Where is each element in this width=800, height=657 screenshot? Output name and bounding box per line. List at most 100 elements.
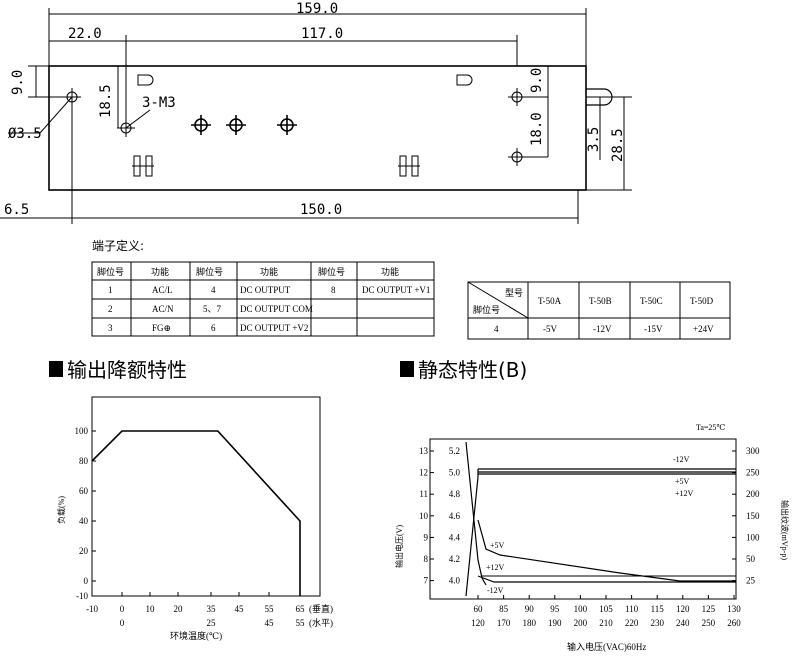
- static-x-tick-top: 130: [727, 604, 741, 614]
- terminal-cell: DC OUTPUT +V1: [362, 285, 430, 295]
- static-x-tick-top: 95: [550, 604, 560, 614]
- static-x-tick-top: 120: [676, 604, 690, 614]
- terminal-cell: FG⊕: [152, 323, 171, 333]
- terminal-cell: DC OUTPUT: [240, 285, 291, 295]
- terminal-cell: 6: [211, 323, 216, 333]
- terminal-header: 功能: [260, 266, 278, 277]
- terminal-cell: 2: [108, 304, 113, 314]
- terminal-header: 脚位号: [196, 266, 223, 277]
- static-y-tick-right: 150: [746, 511, 760, 521]
- dim-screw-label: 3-M3: [142, 95, 176, 111]
- derating-y-tick: 0: [84, 576, 89, 586]
- terminal-cell: 5、7: [203, 304, 222, 314]
- model-value: -5V: [543, 324, 557, 334]
- led-mark: [456, 74, 473, 86]
- terminal-header: 脚位号: [97, 266, 124, 277]
- model-corner-top: 型号: [505, 288, 523, 298]
- terminal-header: 功能: [151, 266, 169, 277]
- static-y-tick-inner: 5.2: [449, 446, 460, 456]
- curve-label: +5V: [490, 541, 505, 550]
- curve-label: +5V: [675, 477, 690, 486]
- static-y-axes: 131211109875.25.04.84.64.44.24.030025020…: [419, 446, 760, 586]
- static-y-tick-inner: 4.8: [449, 489, 461, 499]
- dim-overall: 159.0: [296, 1, 338, 17]
- dim-vertical-a: 18.5: [98, 84, 114, 118]
- static-frame: [429, 438, 737, 600]
- mechanical-drawing: [0, 8, 632, 224]
- model-name: T-50D: [690, 296, 714, 306]
- terminal-header: 脚位号: [318, 266, 345, 277]
- screw-marks: [191, 115, 297, 135]
- curve-rise: [465, 441, 487, 586]
- derating-y-tick: 80: [79, 456, 89, 466]
- terminal-table: [91, 261, 435, 337]
- static-y-tick-right: 200: [746, 489, 760, 499]
- model-corner-bottom: 脚位号: [473, 304, 500, 315]
- static-y-tick-outer: 12: [419, 468, 428, 478]
- derating-frame: [91, 396, 321, 597]
- model-name: T-50C: [640, 296, 663, 306]
- static-y-tick-outer: 8: [424, 554, 429, 564]
- model-table: [467, 281, 731, 340]
- derating-ylabel: 负载(%): [56, 496, 66, 524]
- curve-label: -12V: [673, 455, 690, 464]
- bullet-square: [400, 361, 414, 377]
- static-x-tick-bottom: 230: [650, 618, 664, 628]
- dim-top-offset: 9.0: [10, 70, 26, 95]
- curve-label: +12V: [675, 489, 694, 498]
- static-y-tick-outer: 9: [424, 532, 429, 542]
- section-static-title: 静态特性(B): [418, 358, 527, 382]
- static-x-tick-bottom: 120: [471, 618, 485, 628]
- static-x-tick-bottom: 210: [599, 618, 613, 628]
- derating-x-tick: -10: [86, 604, 98, 614]
- static-y-tick-right: 25: [746, 576, 756, 586]
- static-x-tick-top: 85: [499, 604, 509, 614]
- static-chart: Ta=25℃ 131211109875.25.04.84.64.44.24.03…: [394, 423, 790, 652]
- dim-left-offset: 22.0: [68, 26, 102, 42]
- derating-x-tick-2: 45: [265, 618, 275, 628]
- dim-hole-span: 117.0: [301, 26, 343, 42]
- terminal-cell: AC/L: [152, 285, 173, 295]
- model-name: T-50B: [589, 296, 612, 306]
- dim-height: 28.5: [610, 128, 626, 162]
- derating-y-tick: 20: [79, 546, 89, 556]
- dim-left-end: 6.5: [4, 202, 29, 218]
- static-y-tick-right: 250: [746, 468, 760, 478]
- static-x-tick-top: 100: [574, 604, 588, 614]
- model-value: -12V: [593, 324, 612, 334]
- static-y-tick-inner: 5.0: [449, 468, 461, 478]
- static-y-tick-inner: 4.2: [449, 554, 460, 564]
- static-y-tick-right: 100: [746, 532, 760, 542]
- dim-bottom-span: 150.0: [300, 202, 342, 218]
- vent-slots: [132, 155, 420, 177]
- derating-curve: [91, 430, 301, 596]
- model-pin: 4: [494, 324, 499, 334]
- model-cells: 型号 脚位号 T-50A T-50B T-50C T-50D 4 -5V -12…: [473, 288, 714, 334]
- static-curves: [465, 441, 736, 597]
- derating-y-tick: -10: [76, 591, 88, 601]
- static-curve-labels: -12V +5V +12V +5V +12V -12V: [486, 455, 694, 595]
- derating-x-tick: 0: [120, 604, 125, 614]
- derating-y-tick: 60: [79, 486, 89, 496]
- mount-slot: [586, 88, 613, 106]
- static-y-tick-outer: 10: [419, 511, 429, 521]
- model-name: T-50A: [538, 296, 562, 306]
- static-x-tick-bottom: 170: [497, 618, 511, 628]
- static-x-tick-top: 110: [625, 604, 639, 614]
- static-y-tick-inner: 4.0: [449, 576, 461, 586]
- static-y-tick-outer: 13: [419, 446, 429, 456]
- curve-label: -12V: [487, 586, 504, 595]
- static-x-tick-top: 60: [474, 604, 484, 614]
- derating-x-tick: 65: [296, 604, 306, 614]
- derating-x-suffix-1: (垂直): [309, 603, 333, 614]
- terminal-cell: 4: [211, 285, 216, 295]
- static-x-tick-bottom: 260: [727, 618, 741, 628]
- static-x-tick-top: 125: [702, 604, 716, 614]
- ripple-plus12: [477, 575, 736, 583]
- static-x-tick-bottom: 220: [625, 618, 639, 628]
- terminal-cell: AC/N: [152, 304, 174, 314]
- static-xlabel: 输入电压(VAC)60Hz: [567, 641, 646, 652]
- terminal-cell: 1: [108, 285, 113, 295]
